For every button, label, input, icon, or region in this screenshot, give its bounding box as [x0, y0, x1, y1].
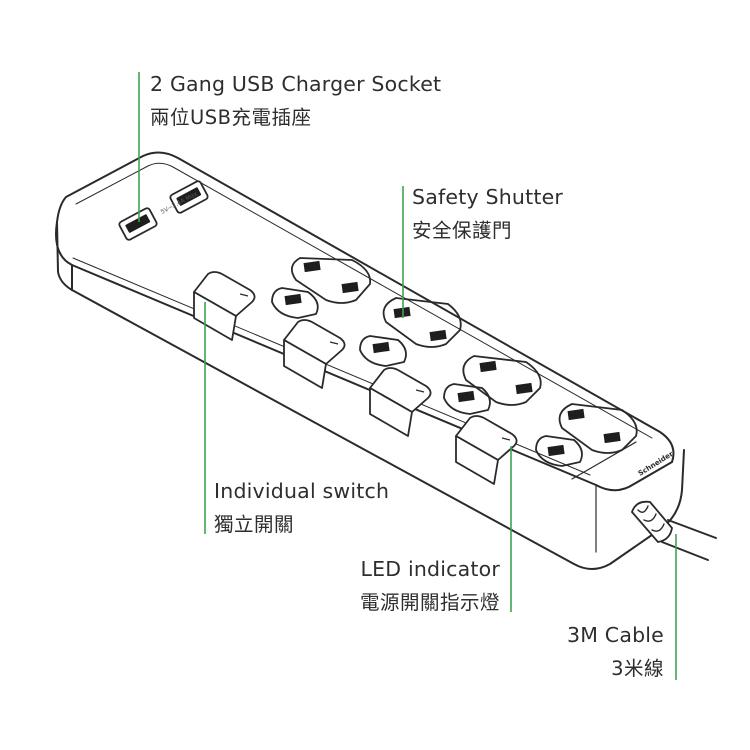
callout-shutter-en: Safety Shutter	[412, 185, 564, 209]
strip-top-face	[55, 151, 675, 492]
callout-usb: 2 Gang USB Charger Socket 兩位USB充電插座	[150, 67, 441, 135]
usb-port-1	[118, 207, 158, 241]
switch-2-led	[329, 341, 339, 345]
callout-led-en: LED indicator	[360, 557, 500, 581]
socket-4	[535, 403, 638, 467]
strip-end-cap-seam	[571, 441, 637, 480]
switch-3-led	[415, 389, 425, 393]
switch-2	[283, 319, 346, 389]
socket-1-face	[290, 257, 372, 304]
switch-4-front	[455, 435, 499, 485]
switch-2-top	[283, 319, 346, 365]
callout-led: LED indicator 電源開關指示燈	[360, 552, 500, 620]
socket-4-face-b	[535, 435, 583, 467]
callout-led-zh: 電源開關指示燈	[359, 591, 500, 614]
switch-3-front	[369, 387, 413, 437]
switch-1	[193, 271, 256, 341]
socket-3-pin-neutral	[457, 390, 475, 403]
socket-3-pin-live	[515, 382, 533, 395]
usb-port-2-frame	[169, 180, 209, 214]
sockets	[271, 257, 638, 467]
callout-usb-zh: 兩位USB充電插座	[150, 106, 312, 129]
callout-usb-en: 2 Gang USB Charger Socket	[150, 72, 442, 96]
callout-switch: Individual switch 獨立開關	[214, 474, 389, 542]
usb-port-2	[169, 180, 209, 214]
switches	[193, 271, 518, 485]
socket-4-pin-live	[603, 431, 621, 444]
socket-4-pin-neutral	[547, 444, 565, 457]
switch-4-led	[501, 437, 511, 441]
socket-4-pin-earth	[567, 408, 585, 421]
switch-3	[369, 367, 432, 437]
strip-left-end	[56, 221, 73, 291]
usb-port-1-slot	[125, 214, 151, 233]
socket-2-pin-neutral	[372, 341, 390, 354]
cable-wire-lower	[661, 541, 709, 561]
cable-ring-2	[643, 513, 657, 522]
callout-switch-en: Individual switch	[214, 479, 390, 503]
switch-1-top	[193, 271, 256, 317]
callout-cable-zh: 3米線	[611, 657, 664, 680]
callout-shutter: Safety Shutter 安全保護門	[412, 180, 563, 248]
callout-shutter-zh: 安全保護門	[412, 219, 513, 242]
socket-2-face	[382, 297, 462, 348]
strip-front-face	[71, 264, 685, 570]
socket-4-face	[558, 403, 638, 454]
socket-2	[359, 297, 462, 367]
socket-2-pin-live	[429, 329, 447, 342]
cable-ring-1	[637, 505, 649, 513]
callout-switch-zh: 獨立開關	[214, 513, 295, 536]
switch-4-top	[455, 415, 518, 461]
power-cable	[630, 500, 717, 561]
socket-3-pin-earth	[479, 360, 497, 373]
socket-3	[443, 355, 542, 415]
switch-1-led	[239, 293, 249, 297]
socket-2-pin-earth	[393, 306, 411, 319]
cable-ring-3	[651, 523, 665, 532]
socket-2-face-b	[359, 335, 407, 367]
cable-strain-relief	[630, 500, 673, 543]
switch-3-top	[369, 367, 432, 413]
socket-1-pin-live	[341, 281, 359, 294]
socket-1-pin-earth	[303, 260, 321, 273]
cable-wire-upper	[667, 519, 717, 539]
socket-1-face-b	[271, 287, 319, 319]
usb-port-2-slot	[176, 187, 202, 206]
callout-cable: 3M Cable 3米線	[567, 618, 664, 686]
leader-lines	[138, 72, 677, 680]
socket-1	[271, 257, 372, 319]
socket-3-face	[462, 355, 542, 406]
usb-port-1-frame	[118, 207, 158, 241]
switch-4	[455, 415, 518, 485]
socket-3-face-b	[443, 383, 491, 415]
socket-1-pin-neutral	[284, 293, 302, 306]
usb-ports: 5V⎓2.4A Max	[118, 180, 209, 241]
switch-2-front	[283, 339, 327, 389]
callout-cable-en: 3M Cable	[566, 623, 664, 647]
strip-body	[55, 151, 685, 570]
